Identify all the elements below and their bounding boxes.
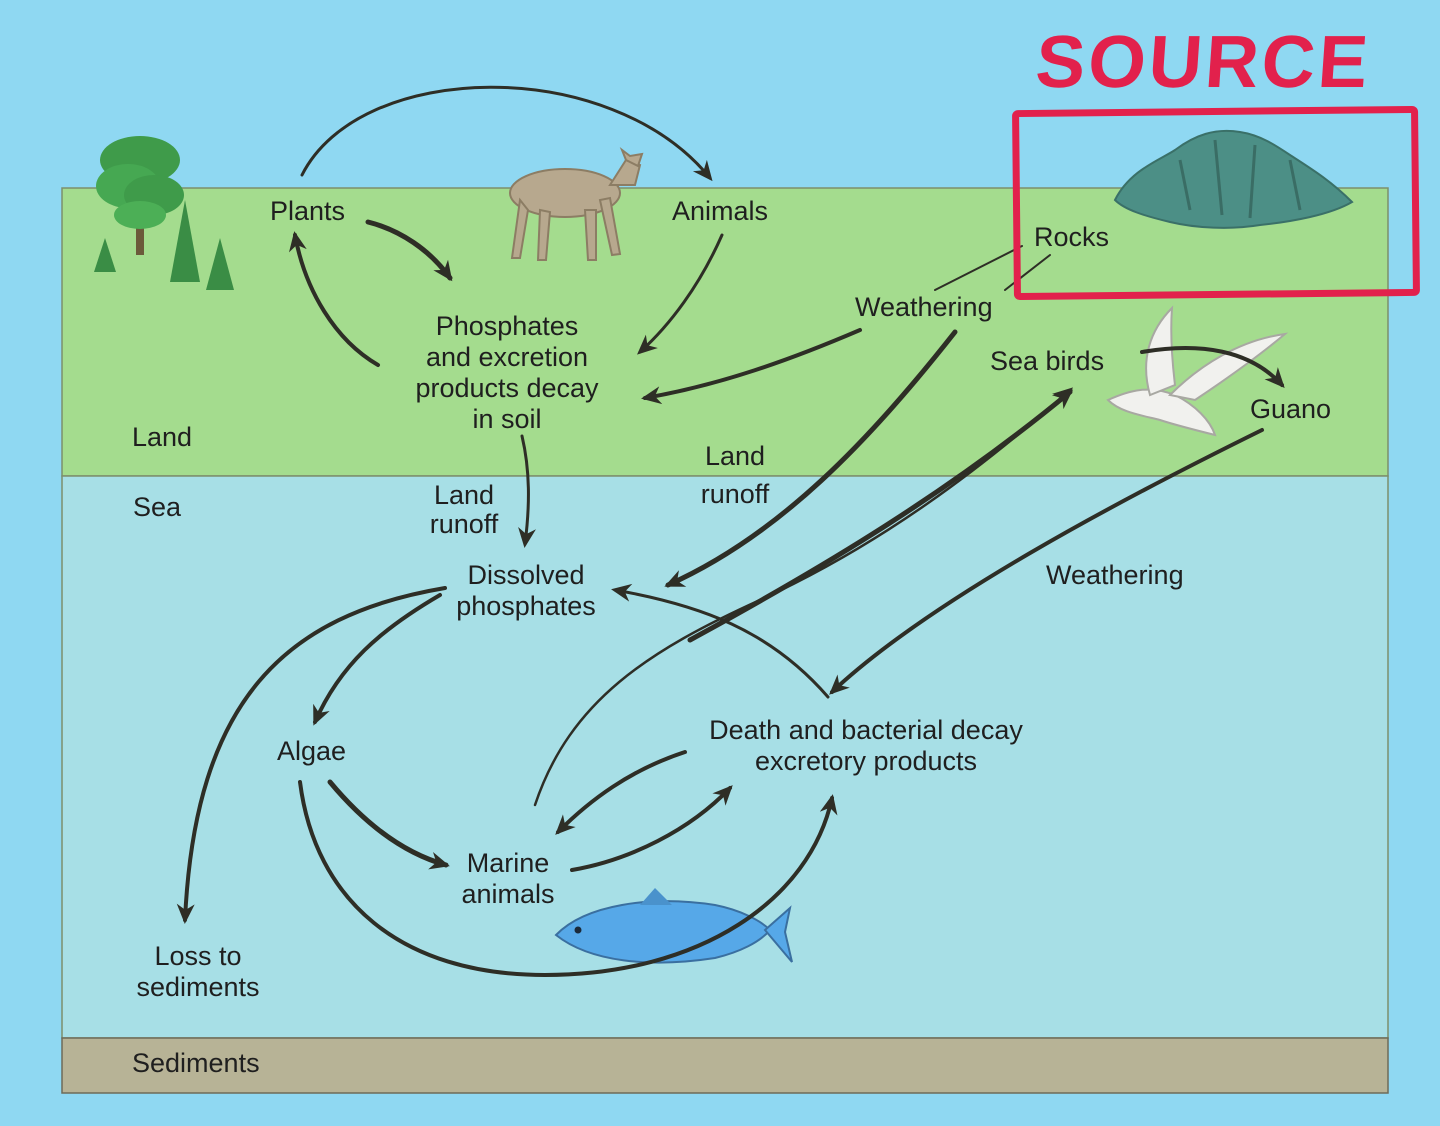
source-highlight-box: [1012, 105, 1420, 301]
arrow-guano-to-decay: [829, 428, 1264, 695]
cycle-arrows: [176, 85, 1285, 978]
sediments-zone-label: Sediments: [132, 1048, 260, 1078]
arrow-algae-to-decay: [298, 780, 838, 978]
arrow-plants-to-animals: [300, 85, 713, 182]
animals-label: Animals: [672, 196, 769, 226]
plants-label: Plants: [270, 196, 346, 226]
dissolved-phosphates-label: Dissolved phosphates: [456, 560, 596, 621]
line-rocks-weathering-a: [934, 245, 1023, 291]
fish-icon: [554, 888, 793, 964]
line-rocks-weathering-b: [1004, 254, 1051, 291]
arrow-decay-to-marine: [555, 750, 687, 835]
arrow-soil-runoff: [518, 434, 536, 548]
arrow-algae-to-marine: [327, 779, 450, 870]
loss-to-sediments-label: Loss to sediments: [136, 941, 260, 1002]
land-zone-label: Land: [132, 422, 193, 452]
land-runoff-left-label: Land runoff: [429, 480, 499, 539]
seabird-icon: [1106, 305, 1289, 437]
death-decay-label: Death and bacterial decay excretory prod…: [709, 715, 1023, 776]
source-annotation: SOURCE: [1033, 20, 1374, 103]
rocks-label: Rocks: [1034, 222, 1110, 252]
soil-phosphates-label: Phosphates and excretion products decay …: [415, 311, 599, 434]
arrow-soil-to-plants: [289, 231, 380, 367]
arrow-seabirds-dissolved-bold: [687, 389, 1074, 643]
marine-animals-label: Marine animals: [461, 848, 555, 909]
tree-icon: [94, 136, 234, 290]
weathering-sea-label: Weathering: [1046, 560, 1184, 590]
arrow-weathering-to-soil: [641, 328, 862, 405]
rock-mountain-icon: [1113, 129, 1354, 229]
weathering-land-label: Weathering: [855, 292, 993, 322]
algae-label: Algae: [277, 736, 347, 766]
arrow-weathering-to-dissolved: [664, 329, 958, 588]
sea-birds-label: Sea birds: [990, 346, 1105, 376]
sea-zone-label: Sea: [133, 492, 182, 522]
guano-label: Guano: [1250, 394, 1332, 424]
arrow-decay-to-dissolved: [611, 583, 830, 699]
arrow-dissolved-to-sediments: [176, 586, 447, 924]
sediments-zone: [61, 1037, 1389, 1094]
arrow-animals-to-soil: [637, 233, 724, 355]
arrow-seabirds-to-guano: [1140, 346, 1285, 388]
deer-icon: [509, 147, 644, 261]
arrow-plants-to-soil: [365, 219, 453, 282]
land-runoff-right-label: Land runoff: [700, 441, 770, 509]
arrow-dissolved-to-algae: [313, 593, 442, 726]
arrow-marine-to-decay: [570, 785, 733, 872]
